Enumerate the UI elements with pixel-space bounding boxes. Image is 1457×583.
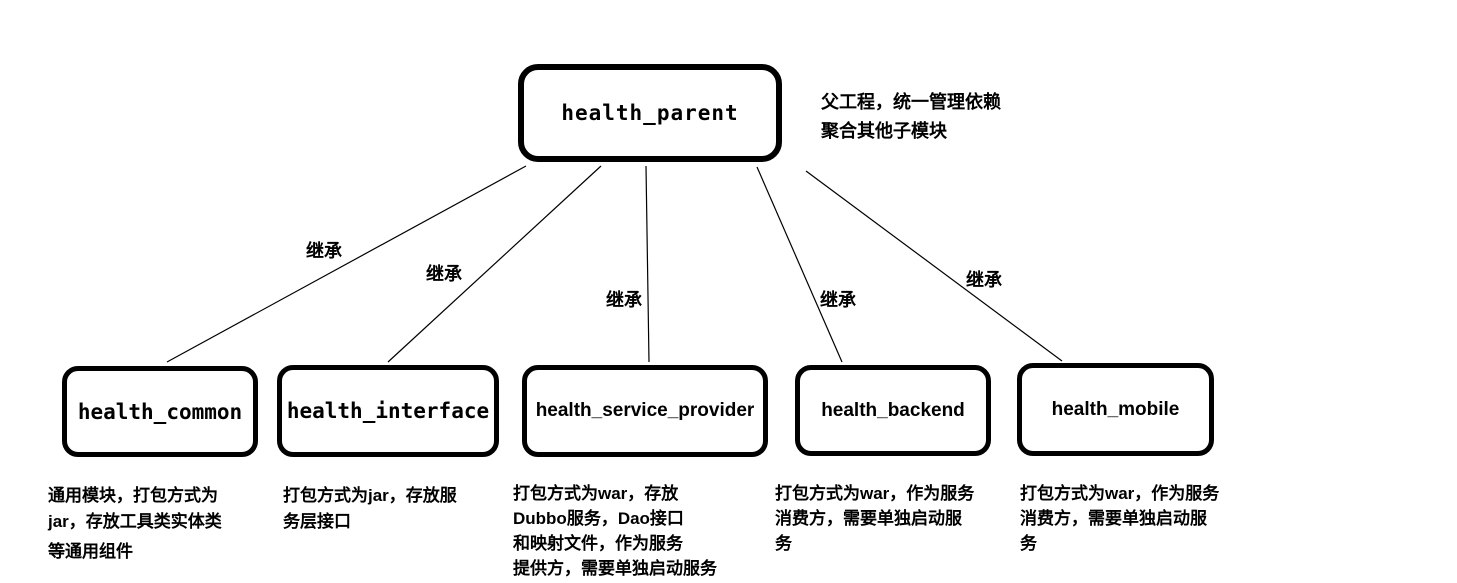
desc-line: jar，存放工具类实体类	[48, 512, 222, 531]
node-health-backend-label: health_backend	[821, 399, 965, 421]
edge-label-inherit-common: 继承	[306, 241, 342, 261]
node-health-interface-label: health_interface	[286, 399, 490, 423]
desc-line: 提供方，需要单独启动服务	[513, 559, 717, 578]
desc-health-backend: 打包方式为war，作为服务 消费方，需要单独启动服 务	[775, 481, 974, 556]
node-health-service-provider: health_service_provider	[522, 365, 768, 457]
desc-health-interface: 打包方式为jar，存放服 务层接口	[283, 483, 457, 535]
desc-health-service-provider: 打包方式为war，存放 Dubbo服务，Dao接口 和映射文件，作为服务 提供方…	[513, 481, 717, 581]
node-health-parent: health_parent	[518, 64, 782, 162]
edge-label-inherit-provider: 继承	[606, 290, 642, 310]
desc-line: 务层接口	[283, 512, 351, 531]
node-health-service-provider-label: health_service_provider	[535, 400, 755, 421]
edge-line-parent-to-mobile	[805, 170, 1063, 362]
node-health-interface: health_interface	[277, 365, 499, 457]
desc-health-mobile: 打包方式为war，作为服务 消费方，需要单独启动服 务	[1020, 481, 1219, 556]
desc-line: 务	[1020, 534, 1037, 553]
desc-line: 消费方，需要单独启动服	[775, 509, 962, 528]
desc-line: 打包方式为jar，存放服	[283, 486, 457, 505]
parent-note-line-2: 聚合其他子模块	[821, 121, 947, 141]
edge-label-inherit-backend: 继承	[820, 290, 856, 310]
desc-line: 消费方，需要单独启动服	[1020, 509, 1207, 528]
desc-line: Dubbo服务，Dao接口	[513, 509, 684, 528]
edge-line-parent-to-interface	[387, 165, 602, 363]
desc-line: 通用模块，打包方式为	[48, 486, 218, 505]
desc-line: 打包方式为war，作为服务	[1020, 484, 1220, 503]
node-health-backend: health_backend	[795, 365, 991, 456]
edge-line-parent-to-backend	[756, 166, 843, 363]
desc-health-common: 通用模块，打包方式为 jar，存放工具类实体类 等通用组件	[48, 483, 222, 565]
desc-line: 务	[775, 534, 792, 553]
node-health-mobile: health_mobile	[1017, 363, 1214, 456]
edge-label-inherit-mobile: 继承	[966, 270, 1002, 290]
node-health-mobile-label: health_mobile	[1051, 398, 1180, 420]
parent-note: 父工程，统一管理依赖 聚合其他子模块	[821, 88, 1001, 146]
node-health-common-label: health_common	[77, 399, 243, 424]
node-health-parent-label: health_parent	[561, 101, 739, 125]
desc-line: 和映射文件，作为服务	[513, 534, 683, 553]
edge-line-parent-to-provider	[645, 165, 650, 363]
desc-line: 打包方式为war，作为服务	[775, 484, 975, 503]
node-health-common: health_common	[62, 366, 258, 457]
parent-note-line-1: 父工程，统一管理依赖	[821, 92, 1001, 112]
edge-line-parent-to-common	[166, 165, 527, 363]
desc-line: 打包方式为war，存放	[513, 484, 679, 503]
desc-line: 等通用组件	[48, 542, 133, 561]
edge-label-inherit-interface: 继承	[426, 264, 462, 284]
